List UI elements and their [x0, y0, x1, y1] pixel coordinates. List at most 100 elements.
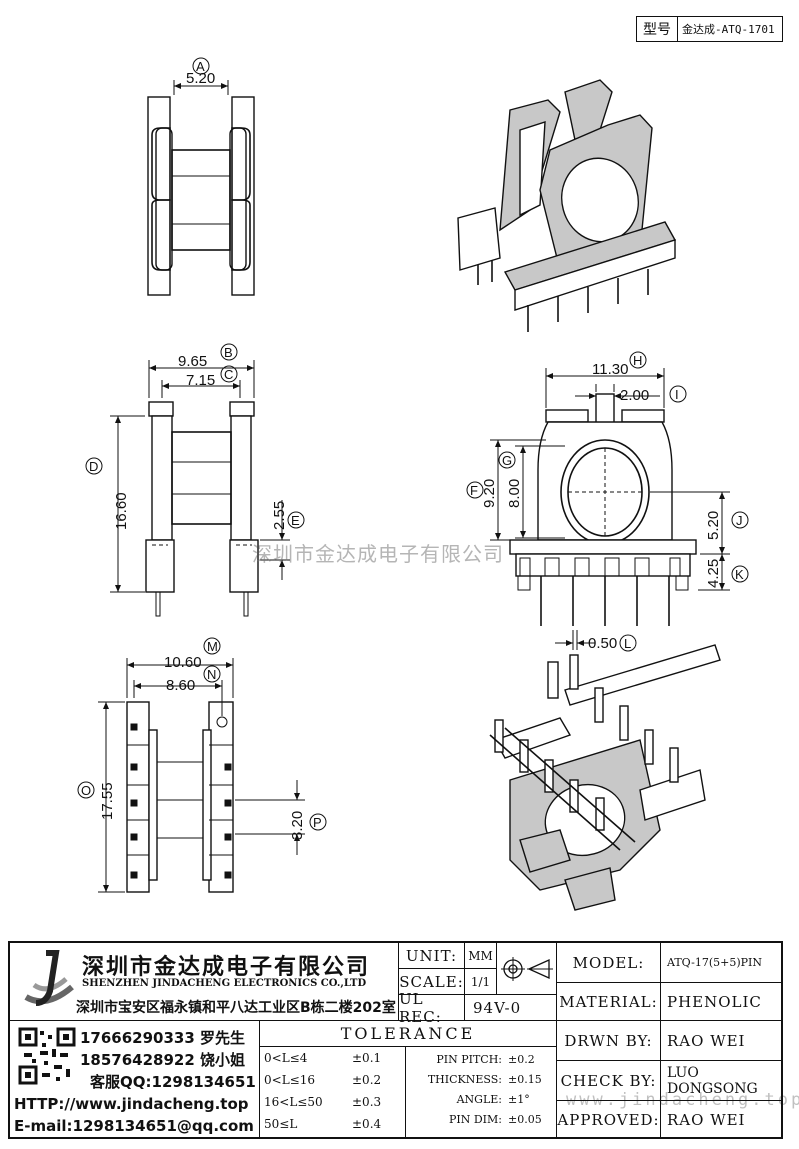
ul-rec-value: 94V-0	[465, 995, 557, 1021]
model-tag: 型号 金达成-ATQ-1701	[636, 16, 783, 42]
top-view	[147, 80, 255, 296]
tol-value-1: ±0.1	[352, 1051, 382, 1065]
field-label-model: MODEL:	[557, 943, 661, 983]
dim-value-G: 8.00	[506, 479, 523, 508]
spec-label-4: PIN DIM:	[448, 1113, 502, 1126]
tol-range-3: 16<L≤50	[264, 1095, 323, 1109]
dim-marker-D	[85, 457, 103, 475]
field-value-model: ATQ-17(5+5)PIN	[661, 943, 783, 983]
dim-value-O: 17.55	[99, 782, 116, 820]
dim-marker-C	[220, 365, 238, 383]
company-logo-icon	[24, 950, 74, 1006]
dim-letter-K: K	[735, 567, 744, 582]
tol-range-4: 50≤L	[264, 1117, 298, 1131]
side-view	[110, 360, 290, 617]
bottom-view	[98, 658, 305, 893]
projection-icon	[500, 956, 553, 981]
dim-value-F: 9.20	[481, 479, 498, 508]
contact-website: HTTP://www.jindacheng.top	[14, 1095, 249, 1113]
title-block: 深圳市金达成电子有限公司 SHENZHEN JINDACHENG ELECTRO…	[8, 941, 783, 1139]
tolerance-specs: PIN PITCH: ±0.2 THICKNESS: ±0.15 ANGLE: …	[406, 1047, 557, 1139]
company-header: 深圳市金达成电子有限公司 SHENZHEN JINDACHENG ELECTRO…	[10, 943, 399, 1021]
dim-marker-P	[309, 813, 327, 831]
dim-letter-H: H	[633, 353, 642, 368]
field-value-approved: RAO WEI	[667, 1111, 746, 1129]
company-name-cn: 深圳市金达成电子有限公司	[82, 955, 371, 980]
dim-value-J: 5.20	[705, 511, 722, 540]
dim-letter-A: A	[196, 59, 205, 74]
dim-marker-J	[731, 511, 749, 529]
tol-range-1: 0<L≤4	[264, 1051, 308, 1065]
dim-value-D: 16.60	[113, 492, 130, 530]
dim-letter-O: O	[81, 783, 91, 798]
dim-value-I: 2.00	[620, 387, 649, 404]
contact-panel: 17666290333 罗先生 18576428922 饶小姐 客服QQ:129…	[10, 1021, 260, 1139]
tol-value-2: ±0.2	[352, 1073, 382, 1087]
dim-marker-L	[619, 634, 637, 652]
model-tag-value: 金达成-ATQ-1701	[682, 23, 775, 36]
dim-value-K: 4.25	[705, 559, 722, 588]
field-label-approved: APPROVED:	[557, 1101, 661, 1139]
scale-label: SCALE:	[399, 969, 465, 995]
field-label-material: MATERIAL:	[557, 983, 661, 1021]
front-view	[490, 368, 730, 650]
isometric-view-top	[457, 79, 677, 332]
dim-value-P: 3.20	[289, 811, 306, 840]
model-tag-key: 型号	[637, 17, 678, 41]
dim-value-L: 0.50	[588, 635, 617, 652]
dim-marker-G	[498, 451, 516, 469]
spec-value-1: ±0.2	[508, 1053, 535, 1066]
contact-email: E-mail:1298134651@qq.com	[14, 1117, 254, 1135]
unit-label: UNIT:	[399, 943, 465, 969]
field-label-check-by: CHECK BY:	[557, 1061, 661, 1101]
dim-marker-B	[220, 343, 238, 361]
dim-marker-K	[731, 565, 749, 583]
dim-value-H: 11.30	[592, 361, 628, 378]
company-address: 深圳市宝安区福永镇和平八达工业区B栋二楼202室	[76, 1000, 396, 1016]
dim-letter-J: J	[736, 513, 743, 528]
spec-label-3: ANGLE:	[456, 1093, 502, 1106]
dim-value-N: 8.60	[166, 677, 195, 694]
tolerance-ranges: 0<L≤4 ±0.1 0<L≤16 ±0.2 16<L≤50 ±0.3 50≤L…	[260, 1047, 406, 1139]
dim-value-C: 7.15	[186, 372, 215, 389]
contact-qq: 客服QQ:1298134651	[90, 1073, 256, 1091]
dim-value-E: 2.55	[271, 501, 288, 530]
field-label-drawn-by: DRWN BY:	[557, 1021, 661, 1061]
tol-range-2: 0<L≤16	[264, 1073, 315, 1087]
scale-value: 1/1	[465, 969, 497, 995]
dim-marker-E	[287, 511, 305, 529]
projection-symbol	[497, 943, 557, 995]
spec-value-3: ±1°	[508, 1093, 530, 1106]
dim-letter-B: B	[224, 345, 233, 360]
company-name-en: SHENZHEN JINDACHENG ELECTRONICS CO.,LTD	[82, 978, 367, 989]
ul-rec-label: UL REC:	[399, 990, 465, 1026]
isometric-view-bottom	[489, 644, 721, 911]
contact-phone-1: 17666290333 罗先生	[80, 1029, 246, 1047]
dim-marker-N	[203, 665, 221, 683]
field-value-check-by: LUO DONGSONG	[661, 1061, 783, 1101]
field-value-drawn-by: RAO WEI	[661, 1021, 783, 1061]
dim-marker-M	[203, 637, 221, 655]
dim-marker-O	[77, 781, 95, 799]
dim-value-B: 9.65	[178, 353, 207, 370]
dim-marker-F	[466, 481, 484, 499]
dim-letter-L: L	[624, 636, 631, 651]
dim-letter-E: E	[291, 513, 300, 528]
dim-marker-A	[192, 57, 210, 75]
field-value-material: PHENOLIC	[661, 983, 783, 1021]
dim-letter-G: G	[502, 453, 512, 468]
unit-value: MM	[465, 943, 497, 969]
dim-letter-C: C	[224, 367, 233, 382]
dim-letter-D: D	[89, 459, 98, 474]
tolerance-title: TOLERANCE	[260, 1021, 557, 1047]
contact-phone-2: 18576428922 饶小姐	[80, 1051, 246, 1069]
tol-value-3: ±0.3	[352, 1095, 382, 1109]
dim-letter-P: P	[313, 815, 322, 830]
dim-marker-H	[629, 351, 647, 369]
spec-value-4: ±0.05	[508, 1113, 542, 1126]
dim-letter-M: M	[207, 639, 218, 654]
spec-label-1: PIN PITCH:	[436, 1053, 502, 1066]
spec-value-2: ±0.15	[508, 1073, 542, 1086]
dim-marker-I	[669, 385, 687, 403]
